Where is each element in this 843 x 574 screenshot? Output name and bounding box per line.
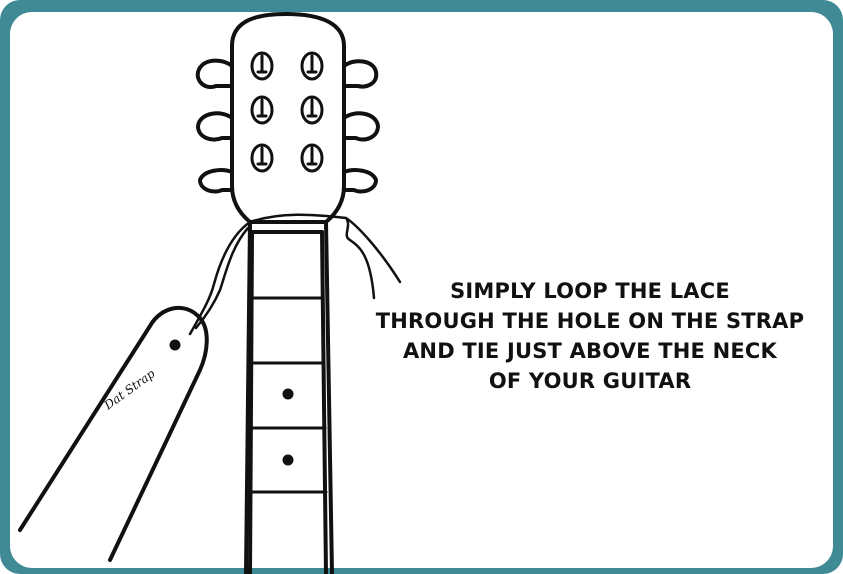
fretboard-right: [320, 230, 328, 574]
frets: [248, 296, 328, 494]
tuner-knobs: [250, 51, 324, 173]
neck-left-edge: [244, 220, 252, 574]
lace-loop: [188, 213, 402, 336]
fretboard-left: [248, 230, 254, 574]
instruction-line: SIMPLY LOOP THE LACE: [450, 279, 730, 303]
left-tuning-pegs: [195, 58, 234, 194]
neck-right-edge: [324, 220, 334, 574]
headstock-outline: [230, 12, 346, 224]
right-tuning-pegs: [342, 59, 380, 194]
instruction-line: OF YOUR GUITAR: [488, 369, 692, 393]
strap-hole: [169, 339, 181, 351]
guitar-strap: [18, 306, 209, 562]
fret-marker-dot: [282, 454, 294, 466]
instruction-line: THROUGH THE HOLE ON THE STRAP: [375, 309, 805, 333]
fret-marker-dot: [282, 388, 294, 400]
instruction-text: SIMPLY LOOP THE LACE THROUGH THE HOLE ON…: [350, 276, 830, 396]
instruction-line: AND TIE JUST ABOVE THE NECK: [402, 339, 777, 363]
diagram-panel: [10, 12, 833, 568]
